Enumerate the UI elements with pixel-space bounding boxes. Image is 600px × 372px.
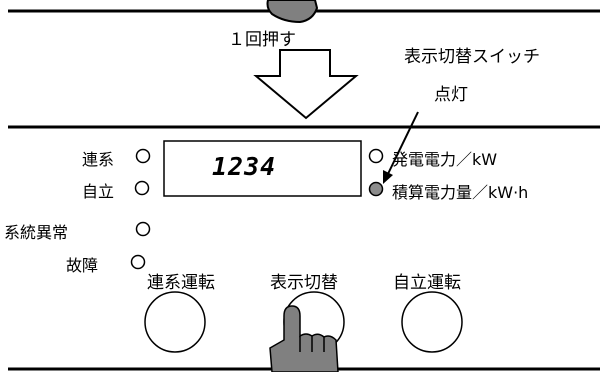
pointer-line [385,111,419,179]
led-sekisan-lit [368,181,384,197]
power-label-sekisan: 積算電力量／kW·h [392,183,529,202]
status-label-koshou: 故障 [66,256,99,275]
display-value: 1234 [212,152,277,181]
status-label-keito-ijou: 系統異常 [4,223,69,242]
led-renkei [135,148,151,164]
button-label-renkei-unten: 連系運転 [147,273,215,293]
display-switch-label: 表示切替スイッチ [404,47,540,67]
led-keito-ijou [135,221,151,237]
button-renkei-unten[interactable] [144,291,206,353]
hand-top-icon [266,0,319,24]
pointer-arrowhead [383,170,393,184]
button-label-jiritsu-unten: 自立運転 [393,273,461,293]
press-once-label: １回押す [228,30,296,50]
lit-label: 点灯 [434,85,468,105]
button-jiritsu-unten[interactable] [401,291,463,353]
led-jiritsu [134,180,150,196]
display-frame [163,140,362,197]
hand-press-icon [269,305,339,372]
power-label-hatsuden: 発電電力／kW [392,150,498,169]
status-label-jiritsu: 自立 [82,182,115,201]
press-arrow-icon [253,49,359,120]
led-koshou [130,254,146,270]
status-label-renkei: 連系 [82,150,115,169]
led-hatsuden [368,148,384,164]
button-label-hyouji-kirikae: 表示切替 [270,273,338,293]
